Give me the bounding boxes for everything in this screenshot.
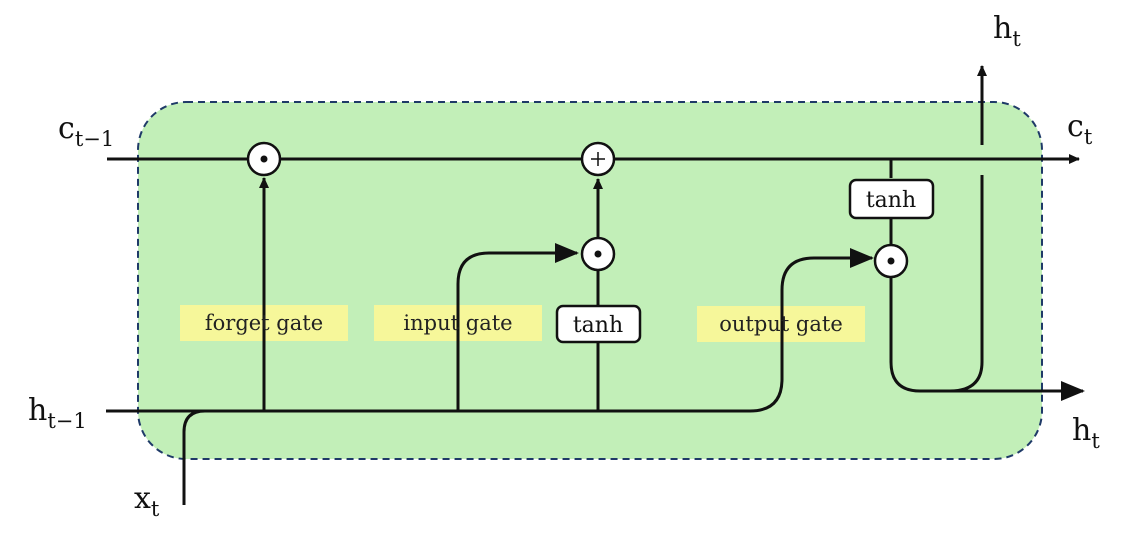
add-icon — [580, 141, 616, 177]
x-input-line — [182, 409, 206, 505]
hidden-state-bus — [106, 248, 874, 413]
cell-output-tanh-box — [848, 178, 935, 220]
output-multiply-icon — [873, 243, 909, 279]
input-gate-wire — [456, 243, 579, 411]
output-hidden-path — [889, 278, 1085, 401]
x-input-label: xt — [134, 481, 160, 521]
candidate-tanh-box — [555, 304, 642, 344]
output-hidden-up-path — [949, 175, 984, 393]
c-out-label: ct — [1067, 109, 1093, 149]
h-prev-label: ht−1 — [28, 393, 87, 433]
c-prev-label: ct−1 — [58, 111, 114, 151]
forget-multiply-icon — [246, 141, 282, 177]
candidate-tanh-label: tanh — [573, 313, 623, 338]
lstm-cell-box — [137, 101, 1043, 460]
cell-output-tanh-label: tanh — [866, 188, 916, 213]
input-gate-label: input gate — [403, 311, 512, 335]
h-out-right-label: ht — [1072, 413, 1100, 453]
input-multiply-icon — [580, 236, 616, 272]
h-out-top-label: ht — [993, 11, 1021, 51]
forget-gate-label: forget gate — [205, 311, 323, 335]
output-gate-label: output gate — [719, 312, 843, 336]
